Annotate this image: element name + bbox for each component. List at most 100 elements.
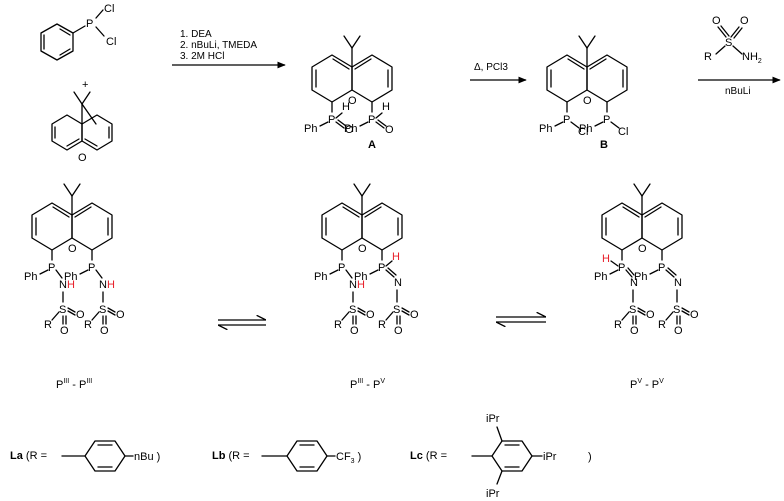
reagent-heat-pcl3: Δ, PCl3	[474, 62, 508, 73]
atom-h: H	[342, 101, 350, 113]
atom-r: R	[658, 319, 666, 331]
compound-b: O P P Cl Cl Ph Ph	[539, 35, 628, 138]
atom-r: R	[84, 319, 92, 331]
reagent-step-1: 1. DEA	[180, 29, 212, 40]
atom-o: O	[394, 325, 403, 337]
atom-o: O	[358, 243, 367, 255]
atom-o: O	[68, 243, 77, 255]
compound-label-a: A	[368, 139, 376, 151]
reagent-nbuli: nBuLi	[725, 86, 751, 97]
svg-text:Lc (R =: Lc (R =	[410, 450, 447, 462]
atom-ph: Ph	[344, 123, 357, 135]
atom-ph: Ph	[64, 271, 77, 283]
atom-cl: Cl	[104, 3, 114, 15]
atom-n: NH	[59, 279, 75, 291]
atom-o: O	[646, 309, 655, 321]
atom-n: N	[674, 277, 682, 289]
tautomer-piii-pv: O P P H Ph Ph NH N S S O O O O R R	[314, 183, 419, 337]
svg-text:CF3 ): CF3 )	[336, 451, 361, 465]
atom-o: O	[674, 325, 683, 337]
ligand-lb: Lb (R = CF3 )	[212, 440, 361, 472]
atom-p: P	[378, 262, 385, 274]
compound-label-b: B	[600, 139, 608, 151]
atom-h-highlighted: H	[602, 253, 610, 265]
atom-s: S	[349, 304, 356, 316]
atom-o: O	[385, 124, 394, 136]
atom-r: R	[614, 319, 622, 331]
ligand-la: La (R = nBu )	[10, 440, 160, 472]
svg-text:nBu ): nBu )	[134, 451, 160, 463]
atom-o: O	[583, 95, 592, 107]
reagent-step-3: 3. 2M HCl	[180, 51, 224, 62]
dimethylxanthene: O	[51, 91, 113, 164]
tautomer-label-piii-pv: PIII - PV	[350, 378, 385, 391]
atom-o: O	[348, 95, 357, 107]
atom-p: P	[88, 262, 95, 274]
atom-s: S	[725, 37, 732, 49]
atom-ph: Ph	[354, 271, 367, 283]
atom-p: P	[328, 114, 335, 126]
atom-o: O	[345, 124, 354, 136]
atom-o: O	[366, 309, 375, 321]
atom-o: O	[60, 325, 69, 337]
atom-ph: Ph	[304, 123, 317, 135]
atom-r: R	[44, 319, 52, 331]
atom-o: O	[410, 309, 419, 321]
atom-o: O	[350, 325, 359, 337]
atom-s: S	[59, 304, 66, 316]
atom-s: S	[393, 304, 400, 316]
atom-p: P	[618, 262, 625, 274]
phenyl-dichlorophosphine: P Cl Cl	[40, 3, 116, 61]
atom-nh2: NH2	[742, 51, 762, 65]
tautomer-label-piii-piii: PIII - PIII	[56, 378, 92, 391]
svg-text:iPr: iPr	[486, 413, 500, 425]
atom-h-highlighted: H	[392, 251, 400, 263]
svg-text:La (R =: La (R =	[10, 450, 47, 462]
atom-n: N	[394, 277, 402, 289]
atom-s: S	[673, 304, 680, 316]
atom-p: P	[86, 18, 93, 30]
atom-o: O	[630, 325, 639, 337]
atom-p: P	[563, 114, 570, 126]
atom-o: O	[690, 309, 699, 321]
svg-text:Lb (R =: Lb (R =	[212, 450, 250, 462]
atom-o: O	[638, 243, 647, 255]
atom-r: R	[334, 319, 342, 331]
svg-text:): )	[588, 451, 592, 463]
atom-p: P	[603, 114, 610, 126]
atom-s: S	[629, 304, 636, 316]
atom-ph: Ph	[579, 123, 592, 135]
atom-o: O	[78, 152, 87, 164]
atom-o: O	[116, 309, 125, 321]
atom-cl: Cl	[578, 126, 588, 138]
sulfonamide-reagent: S O O R NH2	[704, 15, 762, 65]
tautomer-piii-piii: O P P Ph Ph NH NH S S O O O O R R	[24, 183, 125, 337]
atom-r: R	[378, 319, 386, 331]
svg-text:iPr: iPr	[486, 488, 500, 500]
tautomer-pv-pv: O P P H Ph Ph N N S S O O O O R R	[594, 183, 699, 337]
atom-cl: Cl	[618, 126, 628, 138]
atom-s: S	[99, 304, 106, 316]
atom-n: NH	[349, 279, 365, 291]
atom-ph: Ph	[314, 271, 327, 283]
svg-text:iPr: iPr	[543, 451, 557, 463]
reagent-step-2: 2. nBuLi, TMEDA	[180, 40, 257, 51]
atom-p: P	[48, 262, 55, 274]
atom-o: O	[76, 309, 85, 321]
atom-ph: Ph	[594, 271, 607, 283]
tautomer-label-pv-pv: PV - PV	[630, 378, 664, 391]
atom-o: O	[712, 15, 721, 27]
atom-r: R	[704, 51, 712, 63]
atom-n: N	[630, 277, 638, 289]
atom-p: P	[338, 262, 345, 274]
plus-sign: +	[82, 79, 88, 91]
atom-n: NH	[99, 279, 115, 291]
atom-ph: Ph	[24, 271, 37, 283]
compound-a: O P P H H O O Ph Ph	[304, 35, 394, 136]
atom-ph: Ph	[539, 123, 552, 135]
atom-o: O	[740, 15, 749, 27]
atom-ph: Ph	[634, 271, 647, 283]
atom-o: O	[100, 325, 109, 337]
atom-p: P	[658, 262, 665, 274]
